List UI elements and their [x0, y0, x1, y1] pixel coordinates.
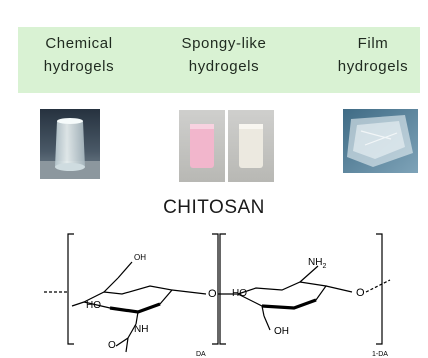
- header-spongy-hydrogels: Spongy-like hydrogels: [181, 35, 267, 75]
- bridge-o-label: O: [208, 288, 217, 300]
- left-nh-label: NH: [134, 324, 148, 335]
- end-o-label: O: [356, 287, 365, 299]
- da-subscript: DA: [196, 351, 206, 358]
- film-hydrogel-photo: [343, 109, 418, 173]
- header-film-hydrogels: Film hydrogels: [337, 35, 409, 75]
- left-carbonyl-o-label: O: [108, 340, 116, 351]
- spongy-hydrogel-photo: [179, 110, 274, 182]
- header-chemical-hydrogels: Chemical hydrogels: [43, 35, 115, 75]
- right-ho-label: HO: [232, 288, 247, 299]
- chemical-hydrogel-photo: [40, 109, 100, 179]
- amine-label: NH2: [308, 257, 326, 270]
- chitosan-structure: OH HO NH O DA O HO NH2 OH O 1-DA: [44, 233, 391, 358]
- left-ho-label: HO: [86, 300, 101, 311]
- one-minus-da-subscript: 1-DA: [372, 351, 388, 358]
- right-oh-label: OH: [274, 326, 289, 337]
- header-band: Chemical hydrogels Spongy-like hydrogels…: [18, 27, 420, 93]
- left-oh-label: OH: [134, 253, 146, 262]
- chitosan-title: CHITOSAN: [163, 197, 265, 218]
